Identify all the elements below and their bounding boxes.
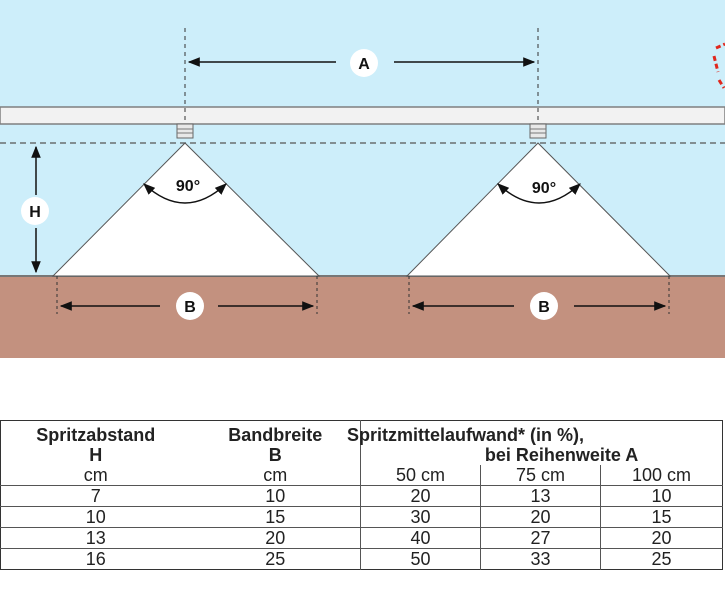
header-symbol-b: B bbox=[268, 445, 282, 465]
cell-b: 15 bbox=[190, 506, 361, 528]
label-b2: B bbox=[538, 299, 550, 316]
header-row-3: cm cm 50 cm 75 cm 100 cm bbox=[1, 465, 723, 486]
cell-75: 20 bbox=[480, 506, 601, 528]
table-row: 7 10 20 13 10 bbox=[0, 485, 723, 507]
nozzle-right bbox=[529, 123, 547, 139]
unit-b: cm bbox=[263, 465, 288, 485]
red-dashed-fragment bbox=[712, 42, 725, 89]
spray-rate-table-container: Spritzabstand Bandbreite Spritzmittelauf… bbox=[0, 420, 724, 612]
spray-rate-table: Spritzabstand Bandbreite Spritzmittelauf… bbox=[0, 420, 724, 570]
header-symbol-h: H bbox=[89, 445, 103, 465]
cell-b: 20 bbox=[190, 527, 361, 549]
header-spray-distance: Spritzabstand bbox=[36, 425, 156, 445]
sub-header-50: 50 cm bbox=[360, 465, 481, 486]
table-row: 13 20 40 27 20 bbox=[0, 527, 723, 549]
label-b1: B bbox=[184, 299, 196, 316]
cell-75: 33 bbox=[480, 548, 601, 570]
angle-label-right: 90° bbox=[532, 180, 556, 197]
label-h-circle bbox=[21, 197, 49, 225]
angle-arc-left bbox=[143, 183, 227, 204]
sub-header-75: 75 cm bbox=[480, 465, 601, 486]
cell-100: 10 bbox=[599, 485, 723, 507]
cell-75: 27 bbox=[480, 527, 601, 549]
spray-boom bbox=[0, 106, 725, 125]
cell-50: 20 bbox=[360, 485, 481, 507]
cell-100: 15 bbox=[599, 506, 723, 528]
spray-cone-right bbox=[405, 142, 672, 277]
sub-header-100: 100 cm bbox=[599, 465, 723, 486]
header-spray-rate: Spritzmittelaufwand* (in %), bbox=[345, 420, 709, 445]
cell-b: 25 bbox=[190, 548, 361, 570]
nozzle-spacing-diagram: A H 90° 90° B B bbox=[0, 0, 725, 358]
cell-h: 13 bbox=[0, 527, 191, 549]
soil-area bbox=[0, 276, 725, 358]
cell-b: 10 bbox=[190, 485, 361, 507]
unit-h: cm bbox=[83, 465, 108, 485]
header-row-spacing: bei Reihenweite A bbox=[359, 445, 723, 465]
table-row: 10 15 30 20 15 bbox=[0, 506, 723, 528]
cell-100: 25 bbox=[599, 548, 723, 570]
cell-50: 40 bbox=[360, 527, 481, 549]
label-a: A bbox=[358, 56, 370, 73]
label-b1-circle bbox=[176, 292, 204, 320]
cell-75: 13 bbox=[480, 485, 601, 507]
cell-h: 10 bbox=[0, 506, 191, 528]
angle-arc-right bbox=[497, 183, 581, 204]
label-b2-circle bbox=[530, 292, 558, 320]
cell-50: 50 bbox=[360, 548, 481, 570]
header-band-width: Bandbreite bbox=[228, 425, 323, 445]
cell-h: 7 bbox=[0, 485, 191, 507]
header-row-1: Spritzabstand Bandbreite Spritzmittelauf… bbox=[1, 420, 723, 445]
cell-100: 20 bbox=[599, 527, 723, 549]
label-h: H bbox=[29, 204, 41, 221]
cell-h: 16 bbox=[0, 548, 191, 570]
label-a-circle bbox=[350, 49, 378, 77]
table-row: 16 25 50 33 25 bbox=[0, 548, 723, 570]
angle-label-left: 90° bbox=[176, 178, 200, 195]
spray-cone-left bbox=[51, 142, 321, 277]
cell-50: 30 bbox=[360, 506, 481, 528]
header-row-2: H B bei Reihenweite A bbox=[1, 445, 723, 465]
nozzle-left bbox=[176, 123, 194, 139]
